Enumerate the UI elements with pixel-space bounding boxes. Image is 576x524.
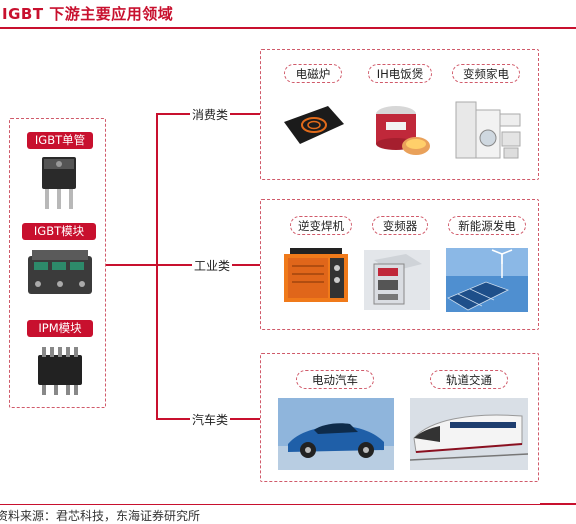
induction-cooker-icon — [284, 106, 344, 144]
igbt-module-icon — [28, 250, 92, 294]
device-label-igbt-discrete: IGBT单管 — [27, 132, 93, 149]
device-label-igbt-module: IGBT模块 — [22, 223, 96, 240]
tag-renewable-generation: 新能源发电 — [448, 216, 526, 235]
branch-label-consumer: 消费类 — [190, 106, 231, 123]
tag-inverter-appliance: 变频家电 — [452, 64, 520, 83]
tag-inverter-welder: 逆变焊机 — [290, 216, 352, 235]
tag-ih-rice-cooker: IH电饭煲 — [368, 64, 432, 83]
footer-divider — [0, 504, 576, 505]
electric-car-icon — [278, 398, 394, 470]
ipm-module-icon — [38, 347, 82, 395]
branch-label-industrial: 工业类 — [192, 257, 233, 274]
industrial-box — [260, 199, 539, 330]
device-group-box — [9, 118, 106, 408]
branch-label-automotive: 汽车类 — [190, 411, 231, 428]
footer-divider-accent — [540, 503, 576, 505]
automotive-box — [260, 353, 539, 482]
device-label-ipm-module: IPM模块 — [27, 320, 93, 337]
connector-trunk — [106, 264, 156, 266]
high-speed-train-icon — [410, 398, 528, 470]
igbt-discrete-icon — [42, 157, 76, 209]
title-divider — [0, 27, 576, 29]
tag-induction-cooker: 电磁炉 — [284, 64, 342, 83]
source-note: 资料来源：君芯科技，东海证券研究所 — [0, 509, 201, 523]
home-appliances-icon — [455, 101, 521, 159]
consumer-box — [260, 49, 539, 180]
tag-rail-transit: 轨道交通 — [430, 370, 508, 389]
page-title: IGBT 下游主要应用领域 — [2, 5, 174, 23]
frequency-converter-icon — [364, 250, 430, 310]
rice-cooker-icon — [376, 106, 430, 155]
connector-spine — [156, 113, 158, 419]
welder-icon — [284, 248, 348, 302]
solar-wind-icon — [446, 248, 528, 312]
tag-electric-vehicle: 电动汽车 — [296, 370, 374, 389]
tag-frequency-converter: 变频器 — [372, 216, 428, 235]
